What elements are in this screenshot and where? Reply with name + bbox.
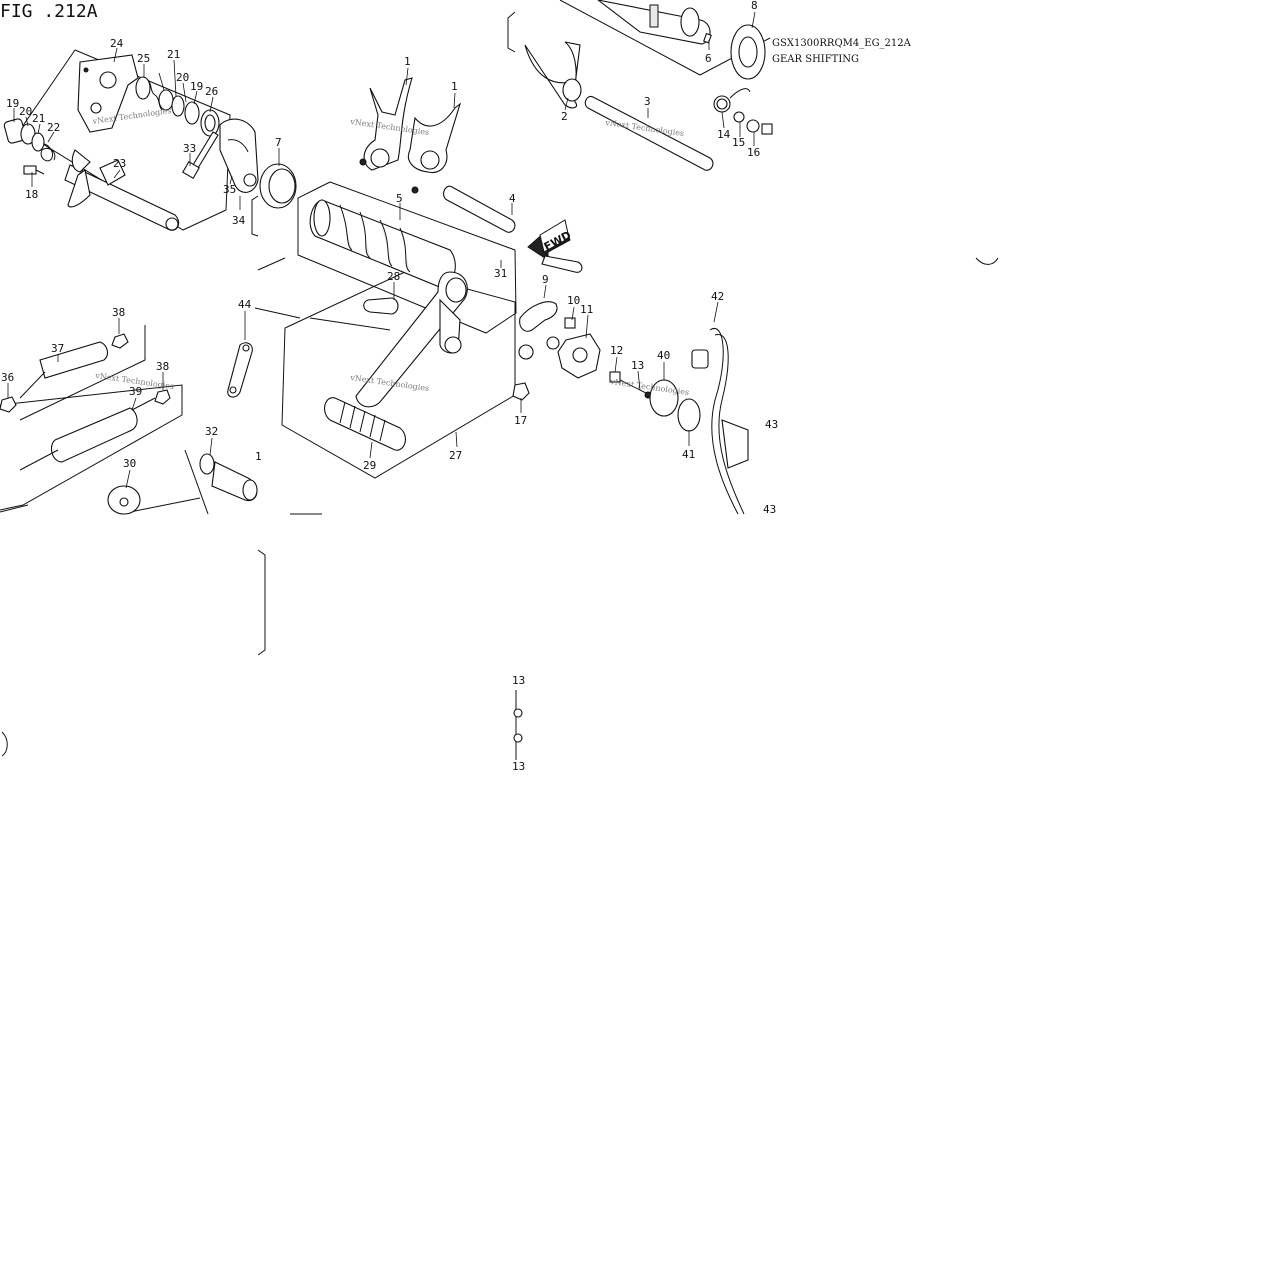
shift-drum-top bbox=[597, 0, 766, 80]
oil-seal-19-20-21 bbox=[3, 118, 45, 152]
callout-36: 36 bbox=[1, 371, 14, 384]
callout-40: 40 bbox=[657, 349, 670, 362]
bolt-10 bbox=[564, 317, 576, 329]
callout-10: 10 bbox=[567, 294, 580, 307]
callout-23: 23 bbox=[113, 157, 126, 170]
callout-43b: 43 bbox=[763, 503, 776, 516]
callout-18: 18 bbox=[25, 188, 38, 201]
callout-39: 39 bbox=[129, 385, 142, 398]
cover-plate-24 bbox=[77, 54, 139, 133]
callout-34: 34 bbox=[232, 214, 246, 227]
callout-1a: 1 bbox=[404, 55, 411, 68]
callout-4: 4 bbox=[509, 192, 516, 205]
callout-30: 30 bbox=[123, 457, 136, 470]
pivot-bolt-32 bbox=[199, 453, 258, 502]
callout-14: 14 bbox=[717, 128, 731, 141]
drawing-name: GEAR SHIFTING bbox=[772, 54, 859, 65]
callout-41: 41 bbox=[682, 448, 695, 461]
callout-13c: 13 bbox=[512, 760, 525, 773]
callout-38b: 38 bbox=[156, 360, 169, 373]
callout-25: 25 bbox=[137, 52, 150, 65]
callout-43a: 43 bbox=[765, 418, 778, 431]
o-ring-41 bbox=[677, 398, 701, 432]
callout-3: 3 bbox=[644, 95, 651, 108]
callout-33: 33 bbox=[183, 142, 196, 155]
shift-forks-1 bbox=[359, 77, 462, 194]
fork-shaft-3 bbox=[584, 95, 714, 171]
callout-26: 26 bbox=[205, 85, 218, 98]
callout-20a: 20 bbox=[19, 105, 32, 118]
pin-31 bbox=[541, 255, 583, 273]
bolt-33 bbox=[182, 131, 219, 179]
callout-13b: 13 bbox=[512, 674, 525, 687]
rod-39 bbox=[19, 389, 171, 471]
callout-labels: 1 1 1 2 3 4 5 6 7 8 9 10 11 12 13 13 13 … bbox=[1, 0, 778, 773]
callout-7: 7 bbox=[275, 136, 282, 149]
callout-9: 9 bbox=[542, 273, 549, 286]
fwd-arrow: FWD bbox=[527, 219, 573, 261]
callout-44: 44 bbox=[238, 298, 252, 311]
washer-30 bbox=[107, 485, 141, 515]
callout-19b: 19 bbox=[190, 80, 203, 93]
cam-11 bbox=[557, 333, 601, 379]
callout-38a: 38 bbox=[112, 306, 125, 319]
callout-11: 11 bbox=[580, 303, 593, 316]
bearing-7 bbox=[259, 163, 297, 209]
callout-31: 31 bbox=[494, 267, 507, 280]
callout-16: 16 bbox=[747, 146, 760, 159]
leader-lines bbox=[7, 11, 756, 489]
shift-fork-2 bbox=[524, 41, 582, 109]
shift-lever-27 bbox=[355, 271, 468, 408]
callout-19a: 19 bbox=[6, 97, 19, 110]
parts-43 bbox=[1, 257, 999, 760]
nut-36 bbox=[0, 396, 17, 413]
callout-8: 8 bbox=[751, 0, 758, 12]
callout-2: 2 bbox=[561, 110, 568, 123]
callout-32: 32 bbox=[205, 425, 218, 438]
callout-42: 42 bbox=[711, 290, 724, 303]
callout-29: 29 bbox=[363, 459, 376, 472]
sensor-harness-42 bbox=[691, 327, 749, 515]
fork-shaft-4 bbox=[443, 185, 516, 233]
shift-drum-5 bbox=[309, 199, 456, 289]
callout-27: 27 bbox=[449, 449, 462, 462]
bolt-28 bbox=[363, 297, 399, 315]
shaft-stack-25-26 bbox=[135, 76, 220, 137]
callout-5: 5 bbox=[396, 192, 403, 205]
callout-1b: 1 bbox=[451, 80, 458, 93]
callout-22: 22 bbox=[47, 121, 60, 134]
callout-21a: 21 bbox=[32, 112, 45, 125]
pedal-rubber-29 bbox=[324, 397, 406, 451]
callout-35: 35 bbox=[223, 183, 236, 196]
callout-21b: 21 bbox=[167, 48, 180, 61]
callout-1c: 1 bbox=[255, 450, 262, 463]
callout-12: 12 bbox=[610, 344, 623, 357]
spring-14 bbox=[713, 88, 773, 135]
drawing-code: GSX1300RRQM4_EG_212A bbox=[772, 38, 912, 49]
nut-17 bbox=[512, 344, 534, 401]
shift-shaft-23 bbox=[64, 149, 180, 231]
callout-6: 6 bbox=[705, 52, 712, 65]
callout-15: 15 bbox=[732, 136, 745, 149]
callout-17: 17 bbox=[514, 414, 527, 427]
callout-20b: 20 bbox=[176, 71, 189, 84]
callout-13a: 13 bbox=[631, 359, 644, 372]
figure-title: FIG .212A bbox=[0, 1, 98, 22]
spring-22 bbox=[37, 143, 56, 162]
stopper-9 bbox=[519, 301, 560, 350]
rod-end-37 bbox=[19, 333, 129, 399]
callout-24: 24 bbox=[110, 37, 124, 50]
callout-28: 28 bbox=[387, 270, 400, 283]
shift-arm-34-35 bbox=[219, 118, 259, 193]
link-44 bbox=[227, 342, 253, 398]
callout-37: 37 bbox=[51, 342, 64, 355]
bolt-18 bbox=[23, 165, 45, 175]
